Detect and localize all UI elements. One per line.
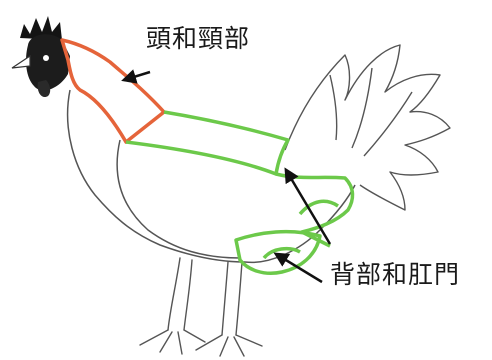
head-neck-region-outline [60, 38, 166, 144]
back-vent-region-outline [125, 110, 355, 275]
chicken-head [11, 16, 70, 98]
beak [11, 54, 31, 69]
label-back-vent: 背部和肛門 [330, 260, 461, 289]
arrow-vent [273, 252, 323, 284]
eye [43, 55, 49, 61]
wattle [37, 80, 51, 98]
body-outline [66, 89, 356, 264]
comb [20, 16, 62, 40]
label-head-neck: 頭和頸部 [146, 24, 251, 53]
arrow-head-neck [121, 69, 151, 84]
legs [139, 257, 263, 357]
head-shape [26, 34, 70, 91]
tail-feathers [284, 44, 451, 211]
arrow-back [284, 167, 332, 245]
